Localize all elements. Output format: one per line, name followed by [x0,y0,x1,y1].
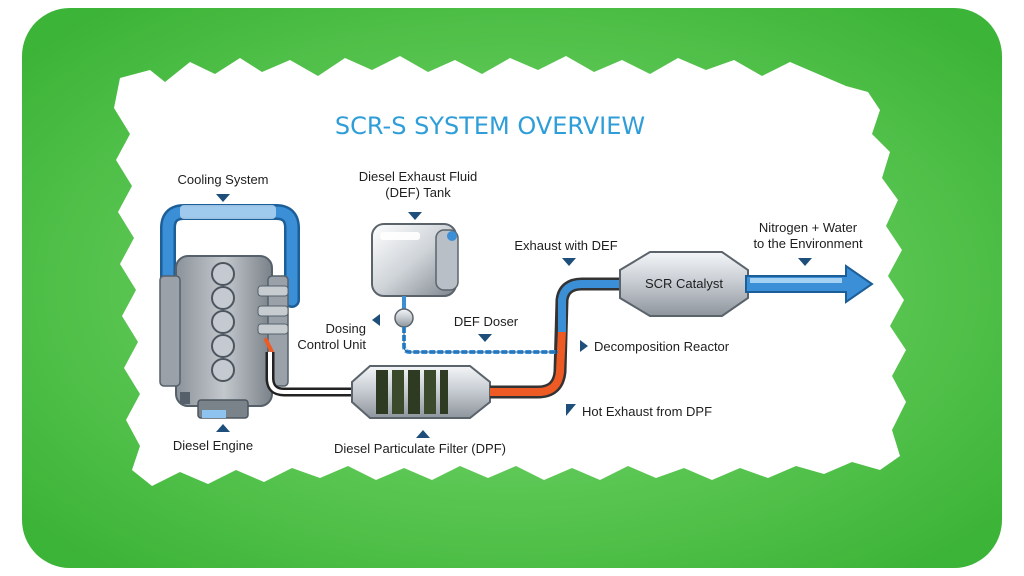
exhaust-with-def-label: Exhaust with DEF [514,238,617,253]
decomposition-reactor-label: Decomposition Reactor [594,339,730,354]
dosing-control-label-line2: Control Unit [297,337,366,352]
diesel-engine [159,255,289,419]
dosing-control-unit [394,308,414,328]
scr-catalyst-label: SCR Catalyst [645,276,723,291]
hot-exhaust-label: Hot Exhaust from DPF [582,404,712,419]
def-tank-label-line2: (DEF) Tank [385,185,451,200]
cooling-system-label: Cooling System [177,172,268,187]
def-tank [371,223,459,297]
dpf-label: Diesel Particulate Filter (DPF) [334,441,506,456]
outlet-arrow [745,264,874,304]
dpf-canister [351,365,491,419]
diagram-title: SCR-S SYSTEM OVERVIEW [335,112,645,140]
torn-paper-panel [114,56,906,486]
nitrogen-water-label-line1: Nitrogen + Water [759,220,858,235]
nitrogen-water-label-line2: to the Environment [753,236,863,251]
dosing-control-label-line1: Dosing [326,321,366,336]
diesel-engine-label: Diesel Engine [173,438,253,453]
pointer-markers [216,194,812,438]
scr-catalyst: SCR Catalyst [619,251,749,317]
cooling-loop [160,204,300,308]
def-tank-label-line1: Diesel Exhaust Fluid [359,169,478,184]
def-doser-label: DEF Doser [454,314,519,329]
